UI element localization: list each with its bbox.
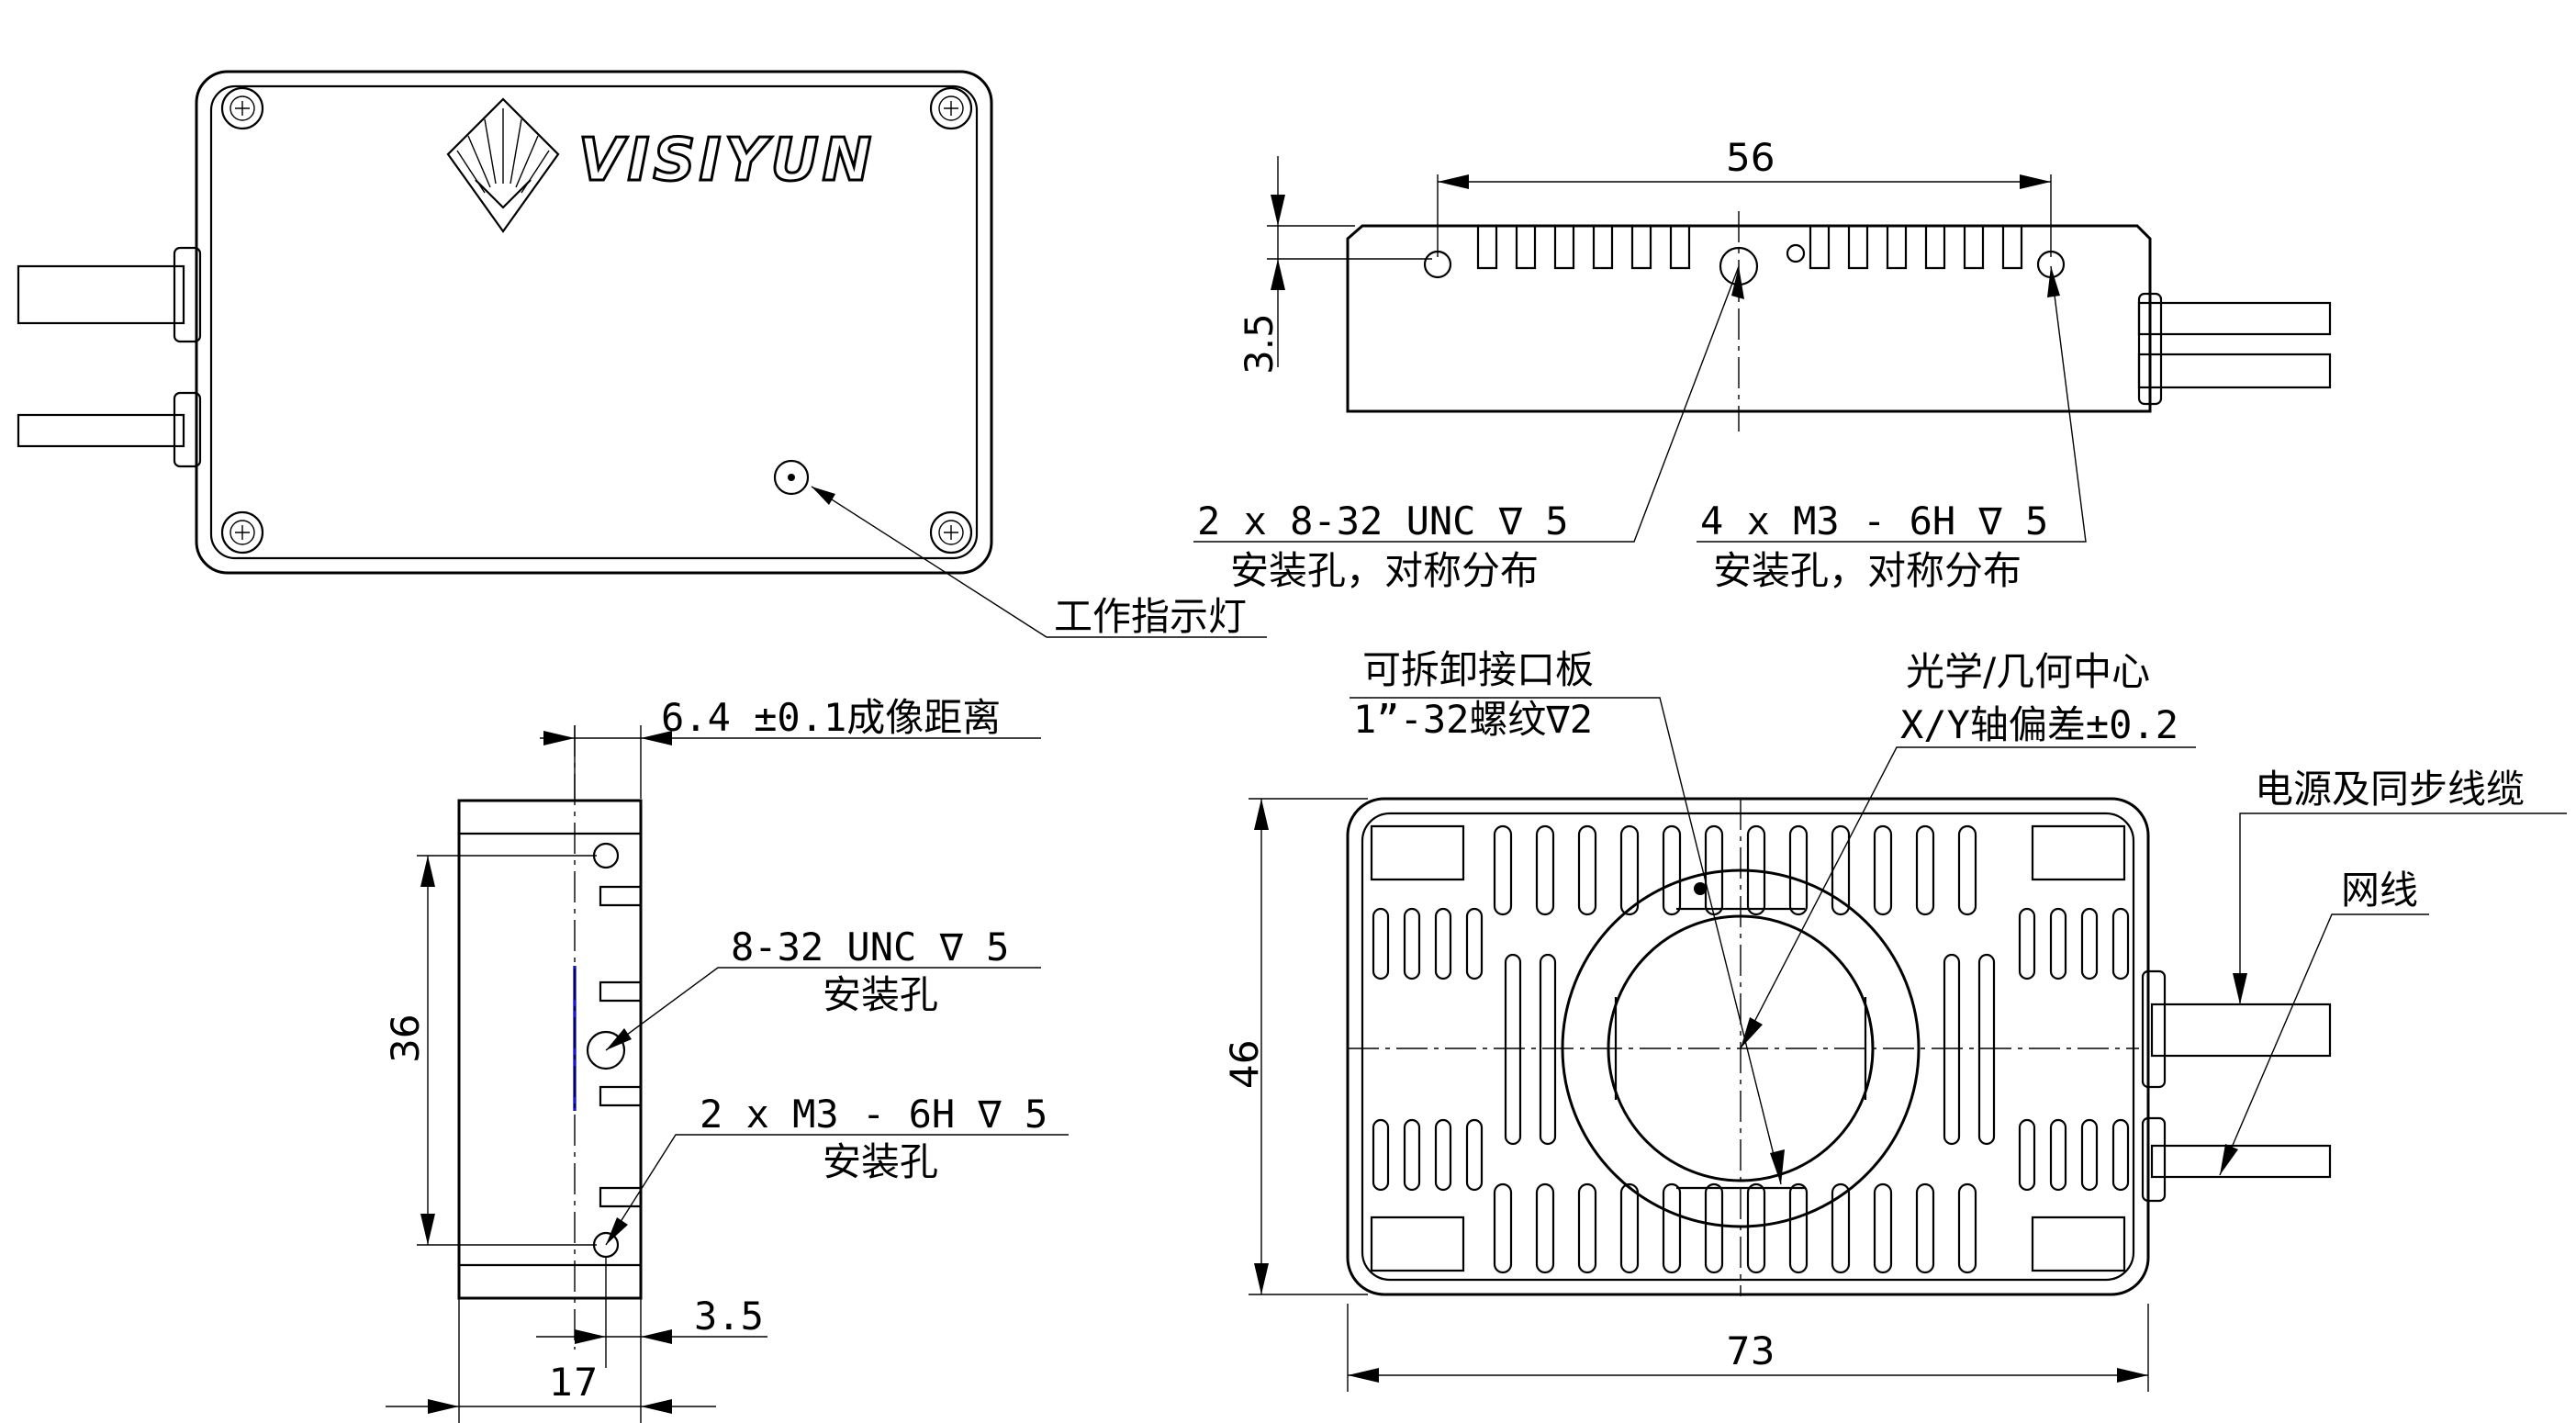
fin-slot	[1662, 824, 1682, 916]
fin-slot	[2049, 907, 2067, 980]
power-cable-label: 电源及同步线缆	[2255, 767, 2525, 812]
fin-slot	[1372, 907, 1390, 980]
fin-slot	[1977, 953, 1996, 1146]
fin-slot	[1493, 1182, 1513, 1274]
screw-icon	[220, 510, 264, 555]
fin-slot	[1493, 824, 1513, 916]
fin-slot	[1577, 824, 1597, 916]
side-callout-unc-line1: 8-32 UNC ∇ 5	[731, 924, 1009, 969]
fin-slot	[2080, 1118, 2099, 1192]
fin-slot	[1873, 1182, 1893, 1274]
fin-slot	[1403, 907, 1421, 980]
rear-callout-right-line2: 安装孔，对称分布	[1713, 548, 2022, 593]
fin-slot	[1434, 1118, 1452, 1192]
indicator-light-label: 工作指示灯	[1054, 594, 1247, 639]
mounting-hole-icon	[586, 1030, 626, 1070]
fin-slot	[1372, 1118, 1390, 1192]
front-view-height-dim: 46	[1222, 1040, 1267, 1089]
rear-view-width-dim: 56	[1726, 135, 1775, 180]
fin-slot	[1873, 824, 1893, 916]
rear-callout-left-line2: 安装孔，对称分布	[1230, 548, 1539, 593]
fin-slot	[1957, 824, 1977, 916]
fin-slot	[1915, 1182, 1935, 1274]
fin-slot	[1831, 1182, 1851, 1274]
side-view-width-dim: 17	[549, 1360, 598, 1405]
screw-icon	[220, 86, 264, 130]
fin-slot	[1704, 1182, 1724, 1274]
fin-slot	[1788, 1182, 1809, 1274]
side-view-imaging-distance: 6.4 ±0.1成像距离	[661, 695, 1001, 740]
fin-slot	[1403, 1118, 1421, 1192]
front-view-width-dim: 73	[1726, 1328, 1775, 1373]
side-view: 6.4 ±0.1成像距离 36 17 3.5 8-32 UNC ∇ 5 安装孔 …	[383, 695, 1069, 1423]
brand-logo-icon	[446, 97, 560, 233]
rear-view-height-dim: 3.5	[1237, 313, 1282, 375]
fin-slot	[1619, 1182, 1640, 1274]
brand-logo-text: VISIYUN	[578, 127, 875, 195]
side-view-offset-dim: 3.5	[694, 1294, 764, 1339]
fin-slot	[1619, 824, 1640, 916]
side-view-height-dim: 36	[383, 1014, 428, 1063]
fin-slot	[2080, 907, 2099, 980]
fin-slot	[1465, 907, 1484, 980]
fin-slot	[2049, 1118, 2067, 1192]
side-callout-unc-line2: 安装孔	[823, 972, 938, 1017]
fin-slot	[1535, 1182, 1555, 1274]
top-view-cables	[17, 246, 202, 468]
rear-callout-right-line1: 4 x M3 - 6H ∇ 5	[1700, 499, 2048, 543]
screw-icon	[929, 86, 973, 130]
network-cable-label: 网线	[2341, 868, 2418, 913]
fin-slot	[1943, 953, 1961, 1146]
front-view-body	[1346, 797, 2150, 1296]
plate-label-line2: 1”-32螺纹∇2	[1353, 697, 1593, 742]
fin-slot	[1788, 824, 1809, 916]
fin-slot	[2018, 907, 2036, 980]
fin-slot	[2111, 1118, 2130, 1192]
mounting-hole-icon	[592, 842, 620, 869]
fin-slot	[1539, 953, 1557, 1146]
fin-slot	[2018, 1118, 2036, 1192]
optical-center-line2: X/Y轴偏差±0.2	[1900, 702, 2178, 747]
plate-label-line1: 可拆卸接口板	[1362, 647, 1594, 692]
fin-slot	[1535, 824, 1555, 916]
fin-slot	[1577, 1182, 1597, 1274]
side-view-body	[457, 799, 643, 1300]
fin-slot	[1662, 1182, 1682, 1274]
side-callout-m3-line2: 安装孔	[823, 1139, 938, 1184]
top-view-body	[195, 70, 993, 575]
front-view: 46 73 可拆卸接口板 1”-32螺纹∇2 光学/几何中心 X/Y轴偏差±0.…	[1222, 647, 2567, 1392]
fin-slot	[1434, 907, 1452, 980]
heatsink-fins	[1372, 824, 2130, 1274]
fin-slot	[1504, 953, 1522, 1146]
fin-slot	[1746, 1182, 1766, 1274]
rear-callout-left-line1: 2 x 8-32 UNC ∇ 5	[1197, 499, 1569, 543]
screw-icon	[929, 510, 973, 555]
top-view: VISIYUN 工作指示灯	[17, 70, 1267, 639]
fin-slot	[1957, 1182, 1977, 1274]
rear-view-body	[1346, 224, 2152, 413]
fin-slot	[1465, 1118, 1484, 1192]
side-callout-m3-line1: 2 x M3 - 6H ∇ 5	[700, 1092, 1047, 1137]
fin-slot	[2111, 907, 2130, 980]
optical-center-line1: 光学/几何中心	[1906, 649, 2150, 694]
mounting-hole-icon	[1786, 243, 1806, 263]
rear-view: 56 3.5 2 x 8-32 UNC ∇ 5 安装孔，对称分布 4 x M3 …	[1193, 135, 2332, 593]
indicator-light-icon	[773, 459, 810, 496]
fin-slot	[1915, 824, 1935, 916]
